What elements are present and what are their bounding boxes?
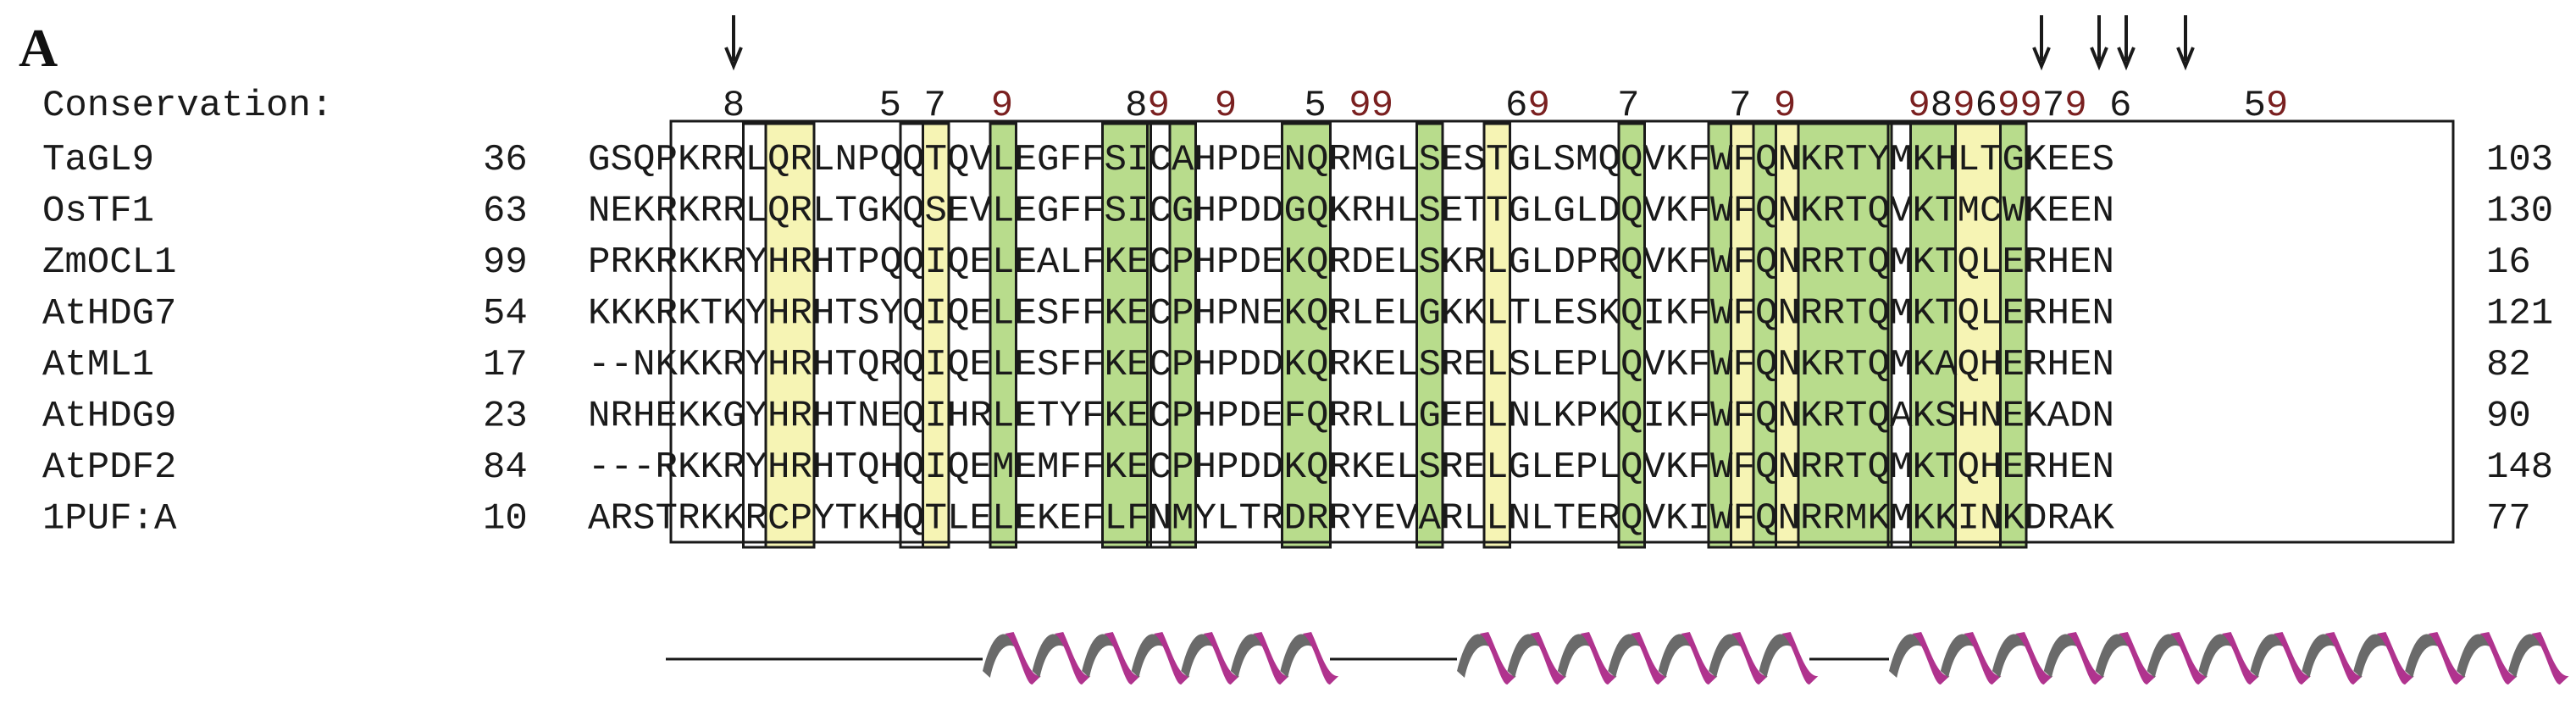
residue-arrow-icon [2176, 15, 2195, 71]
residue-sequence: --NKKKRYHRHTQRQIQELESFFKECPHPDDKQRKELSRE… [588, 344, 2114, 386]
secondary-structure-track [666, 632, 2569, 685]
alignment-rows: TaGL9 36 GSQPKRRLQRLNPQQTQVLEGFFSICAHPDENQ… [42, 139, 2553, 540]
alignment-row: TaGL9 36 GSQPKRRLQRLNPQQTQVLEGFFSICAHPDENQ… [42, 139, 2553, 181]
start-position: 63 [483, 191, 528, 233]
alignment-row: AtPDF2 84 ---RKKRYHRHTQHQIQEMEMFFKECPHPDDK… [42, 446, 2553, 489]
residue-sequence: ---RKKRYHRHTQHQIQEMEMFFKECPHPDDKQRKELSRE… [588, 446, 2114, 489]
conserved-column-box [1954, 122, 2005, 549]
residue-sequence: ARSTRKKRCPYTKHQTLELEKEFLFNMYLTRDRRYEVARL… [588, 498, 2115, 540]
residue-sequence: KKKRKTKYHRHTSYQIQELESFFKECPHPNEKQRLELGKK… [588, 293, 2114, 335]
sequence-name: OsTF1 [42, 191, 154, 233]
key-residue-arrows [724, 15, 2195, 71]
alignment-row: OsTF1 63 NEKRKRRLQRLTGKQSEVLEGFFSICGHPDDGQ… [42, 191, 2553, 233]
sequence-name: 1PUF:A [42, 498, 177, 540]
residue-sequence: PRKRKKRYHRHTPQQIQELEALFKECPHPDEKQRDELSKR… [588, 241, 2114, 284]
start-position: 17 [483, 344, 528, 386]
conservation-scores: 8 5 7 9 89 9 5 99 69 7 7 9 98969979 6 59 [678, 85, 2288, 127]
conserved-column-box [1797, 122, 1893, 549]
alignment-row: AtML1 17 --NKKKRYHRHTQRQIQELESFFKECPHPDDKQ… [42, 344, 2531, 386]
conserved-column-box [1281, 122, 1332, 549]
alpha-helix [1889, 632, 2569, 685]
alignment-row: AtHDG7 54 KKKRKTKYHRHTSYQIQELESFFKECPHPNEK… [42, 293, 2553, 335]
end-position: 103 [2486, 139, 2553, 181]
residue-sequence: GSQPKRRLQRLNPQQTQVLEGFFSICAHPDENQRMGLSES… [588, 139, 2114, 181]
sequence-name: AtHDG7 [42, 293, 176, 335]
conservation-label: Conservation: [42, 85, 333, 127]
residue-arrow-icon [724, 15, 743, 71]
residue-sequence: NRHEKKGYHRHTNEQIHRLETYFKECPHPDEFQRRLLGEE… [588, 396, 2114, 438]
end-position: 16 [2486, 241, 2531, 284]
alignment-block-frame [669, 119, 2455, 544]
alignment-row: ZmOCL1 99 PRKRKKRYHRHTPQQIQELEALFKECPHPDEK… [42, 241, 2531, 284]
end-position: 82 [2486, 344, 2531, 386]
conserved-column-box [1617, 122, 1646, 549]
alignment-row: AtHDG9 23 NRHEKKGYHRHTNEQIHRLETYFKECPHPDEF… [42, 396, 2531, 438]
start-position: 36 [483, 139, 528, 181]
residue-sequence: NEKRKRRLQRLTGKQSEVLEGFFSICGHPDDGQKRHLSET… [588, 191, 2114, 233]
residue-arrow-icon [2117, 15, 2136, 71]
sequence-name: AtPDF2 [42, 446, 176, 489]
conserved-column-box [1999, 122, 2028, 549]
conservation-highlight-boxes [742, 122, 2028, 549]
start-position: 84 [483, 446, 528, 489]
conserved-column-box [1101, 122, 1152, 549]
end-position: 90 [2486, 396, 2531, 438]
conserved-column-box [1168, 122, 1197, 549]
sequence-name: ZmOCL1 [42, 241, 176, 284]
end-position: 121 [2486, 293, 2553, 335]
panel-label: A [19, 18, 58, 78]
conserved-column-box [1415, 122, 1444, 549]
end-position: 130 [2486, 191, 2553, 233]
start-position: 54 [483, 293, 528, 335]
residue-arrow-icon [2032, 15, 2051, 71]
conserved-column-box [1482, 122, 1511, 549]
start-position: 23 [483, 396, 528, 438]
sequence-name: AtHDG9 [42, 396, 176, 438]
conserved-column-box [922, 122, 950, 549]
start-position: 99 [483, 241, 528, 284]
alpha-helix [983, 632, 1339, 685]
end-position: 148 [2486, 446, 2553, 489]
alignment-row: 1PUF:A 10 ARSTRKKRCPYTKHQTLELEKEFLFNMYLTRD… [42, 498, 2531, 540]
sequence-name: TaGL9 [42, 139, 154, 181]
sequence-name: AtML1 [42, 344, 154, 386]
end-position: 77 [2486, 498, 2531, 540]
residue-arrow-icon [2090, 15, 2108, 71]
conserved-column-box [989, 122, 1017, 549]
conserved-column-box [764, 122, 816, 549]
alpha-helix [1457, 632, 1819, 685]
start-position: 10 [483, 498, 528, 540]
conserved-column-box [1909, 122, 1960, 549]
